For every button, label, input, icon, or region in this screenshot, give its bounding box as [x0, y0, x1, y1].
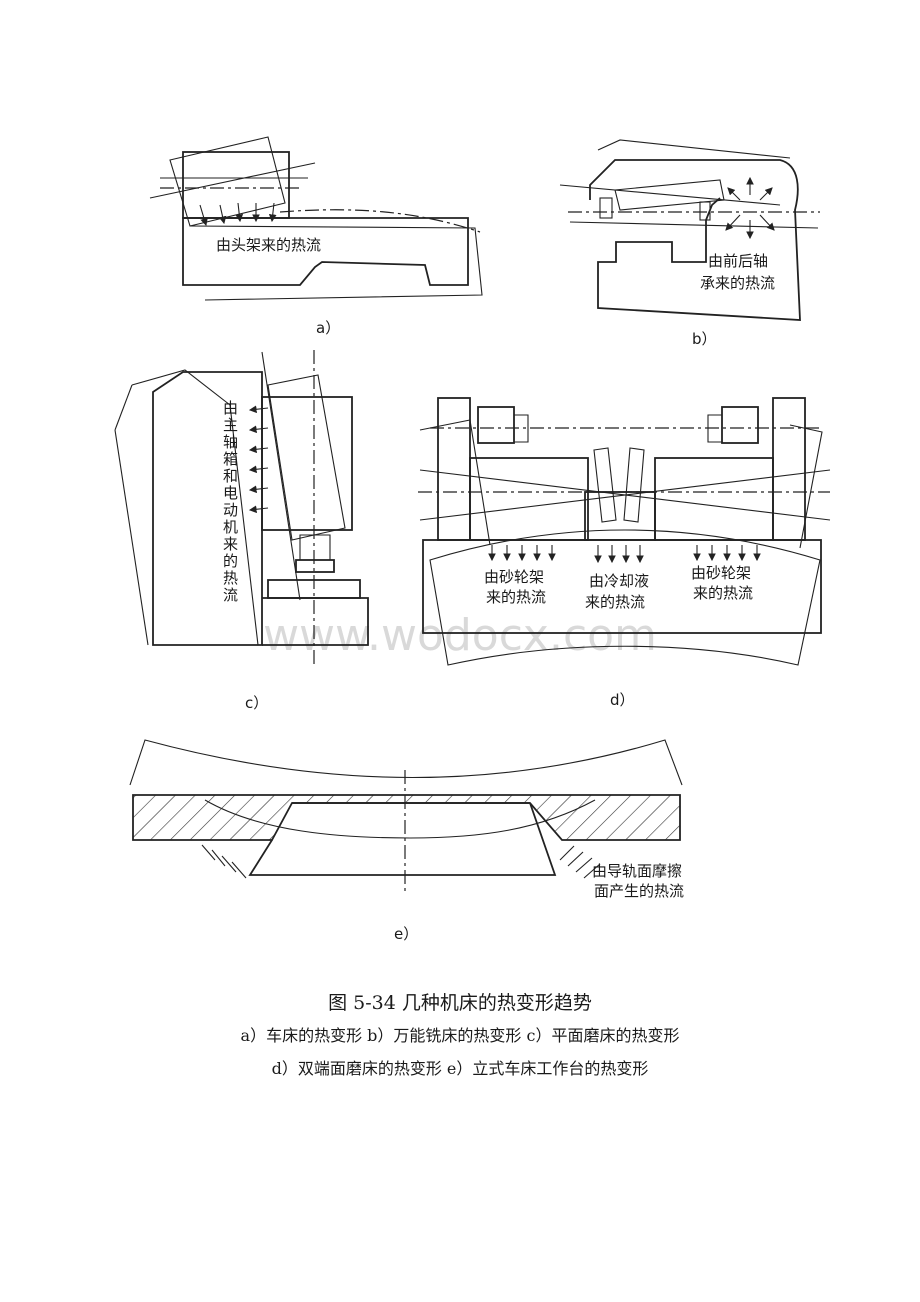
panel-b-annotation-2: 承来的热流	[700, 274, 775, 292]
panel-e-annotation-1: 由导轨面摩擦	[592, 862, 682, 880]
figure-caption-line-1: a）车床的热变形 b）万能铣床的热变形 c）平面磨床的热变形	[240, 1026, 680, 1045]
panel-a-annotation: 由头架来的热流	[216, 236, 321, 254]
panel-d-label: d）	[610, 691, 635, 709]
panel-d-annotation-right-1: 由砂轮架	[691, 564, 751, 582]
panel-d-annotation-mid-2: 来的热流	[585, 593, 645, 611]
panel-c-surface-grinder: 由主轴箱和电动机来的热流 c）	[114, 350, 369, 712]
panel-d-annotation-left-2: 来的热流	[486, 588, 546, 606]
figure-caption-title: 图 5-34 几种机床的热变形趋势	[328, 992, 592, 1014]
panel-c-annotation: 由主轴箱和电动机来的热流	[221, 400, 239, 604]
panel-b-label: b）	[692, 330, 717, 348]
watermark: www.wodocx.com	[263, 610, 657, 661]
panel-e-label: e）	[394, 925, 418, 943]
panel-d-double-end-grinder: 由砂轮架 来的热流 由冷却液 来的热流 由砂轮架 来的热流 d）	[418, 397, 831, 709]
panel-d-annotation-mid-1: 由冷却液	[589, 572, 649, 590]
panel-b-milling: 由前后轴 承来的热流 b）	[559, 139, 820, 348]
panel-b-annotation-1: 由前后轴	[708, 252, 768, 270]
panel-a-label: a）	[316, 319, 340, 337]
figure-caption-line-2: d）双端面磨床的热变形 e）立式车床工作台的热变形	[271, 1059, 649, 1078]
panel-c-label: c）	[245, 694, 268, 712]
panel-a-lathe: 由头架来的热流 a）	[149, 136, 483, 337]
panel-e-vertical-lathe-table: 由导轨面摩擦 面产生的热流 e）	[129, 739, 684, 943]
panel-d-annotation-right-2: 来的热流	[693, 584, 753, 602]
panel-d-annotation-left-1: 由砂轮架	[484, 568, 544, 586]
panel-e-annotation-2: 面产生的热流	[594, 882, 684, 900]
